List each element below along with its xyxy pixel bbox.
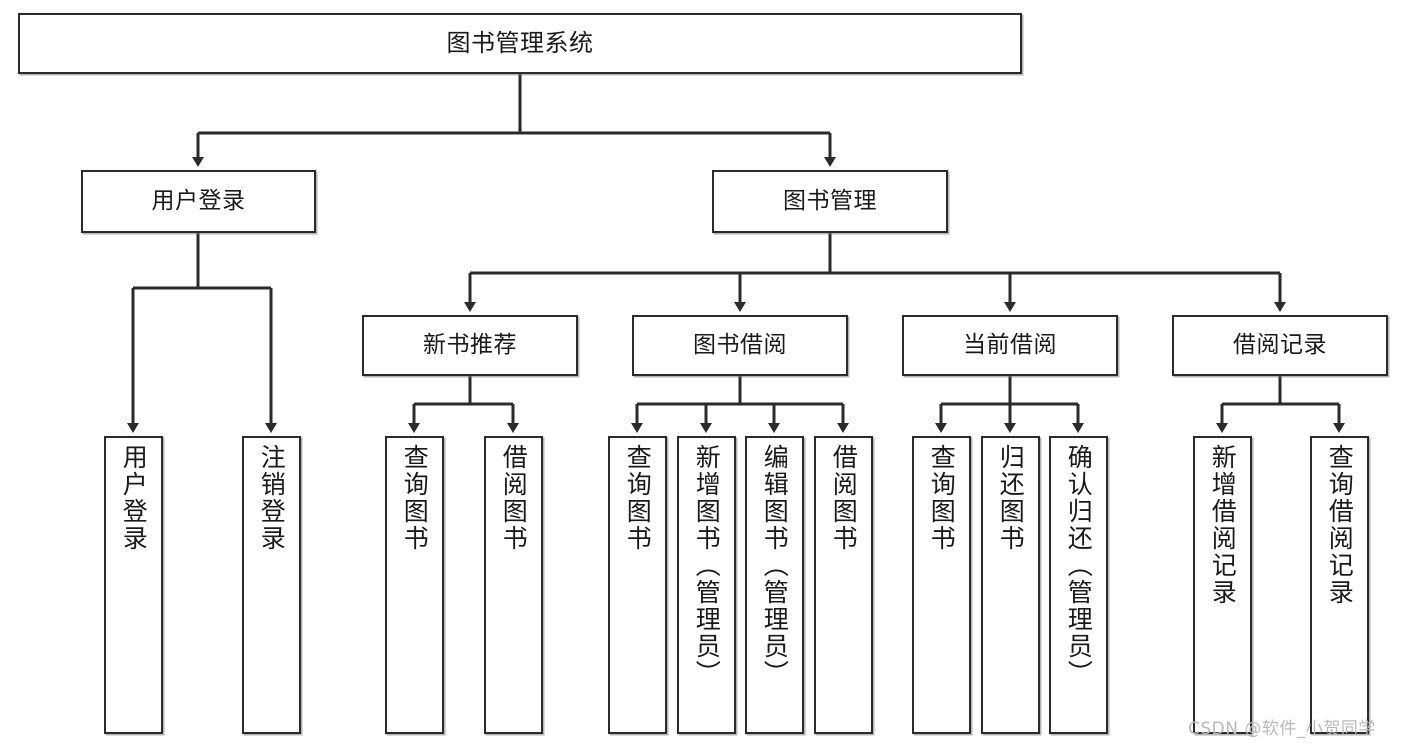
leaf-return-books[interactable]: 归还图书	[981, 436, 1040, 734]
node-current-borrowing[interactable]: 当前借阅	[902, 315, 1118, 376]
node-label: 用户登录	[119, 444, 149, 552]
node-label: 用户登录	[151, 187, 246, 214]
node-label: 图书管理系统	[446, 29, 594, 58]
node-label: 查询图书	[927, 444, 957, 552]
node-label: 注销登录	[257, 444, 287, 552]
node-book-borrowing[interactable]: 图书借阅	[632, 315, 848, 376]
leaf-query-books-current[interactable]: 查询图书	[912, 436, 971, 734]
node-label: 新书推荐	[423, 331, 517, 358]
leaf-query-borrow-record[interactable]: 查询借阅记录	[1310, 436, 1369, 734]
node-book-management[interactable]: 图书管理	[712, 170, 948, 233]
node-label: 新增图书（管理员）	[692, 444, 722, 687]
leaf-user-login[interactable]: 用户登录	[104, 436, 163, 734]
leaf-edit-book-admin[interactable]: 编辑图书（管理员）	[745, 436, 804, 734]
leaf-confirm-return-admin[interactable]: 确认归还（管理员）	[1049, 436, 1108, 734]
node-new-book-recommendation[interactable]: 新书推荐	[362, 315, 578, 376]
node-label: 查询图书	[400, 444, 430, 552]
csdn-watermark: CSDN @软件_小贺同学	[1188, 719, 1376, 739]
leaf-borrow-books-borrowing[interactable]: 借阅图书	[814, 436, 873, 734]
node-label: 新增借阅记录	[1208, 444, 1238, 606]
node-label: 归还图书	[996, 444, 1026, 552]
leaf-add-book-admin[interactable]: 新增图书（管理员）	[677, 436, 736, 734]
node-label: 借阅记录	[1233, 331, 1327, 358]
node-label: 确认归还（管理员）	[1064, 444, 1094, 687]
node-root-book-management-system[interactable]: 图书管理系统	[18, 13, 1022, 74]
leaf-add-borrow-record[interactable]: 新增借阅记录	[1193, 436, 1252, 734]
leaf-logout[interactable]: 注销登录	[242, 436, 301, 734]
leaf-query-books-recommendation[interactable]: 查询图书	[385, 436, 444, 734]
node-label: 查询借阅记录	[1325, 444, 1355, 606]
node-label: 图书管理	[783, 187, 877, 214]
node-label: 图书借阅	[693, 331, 787, 358]
node-user-login[interactable]: 用户登录	[81, 170, 316, 233]
node-borrowing-records[interactable]: 借阅记录	[1172, 315, 1388, 376]
node-label: 编辑图书（管理员）	[760, 444, 790, 687]
node-label: 当前借阅	[963, 331, 1057, 358]
leaf-borrow-books-recommendation[interactable]: 借阅图书	[484, 436, 543, 734]
node-label: 查询图书	[623, 444, 653, 552]
leaf-query-books-borrowing[interactable]: 查询图书	[608, 436, 667, 734]
node-label: 借阅图书	[499, 444, 529, 552]
node-label: 借阅图书	[829, 444, 859, 552]
